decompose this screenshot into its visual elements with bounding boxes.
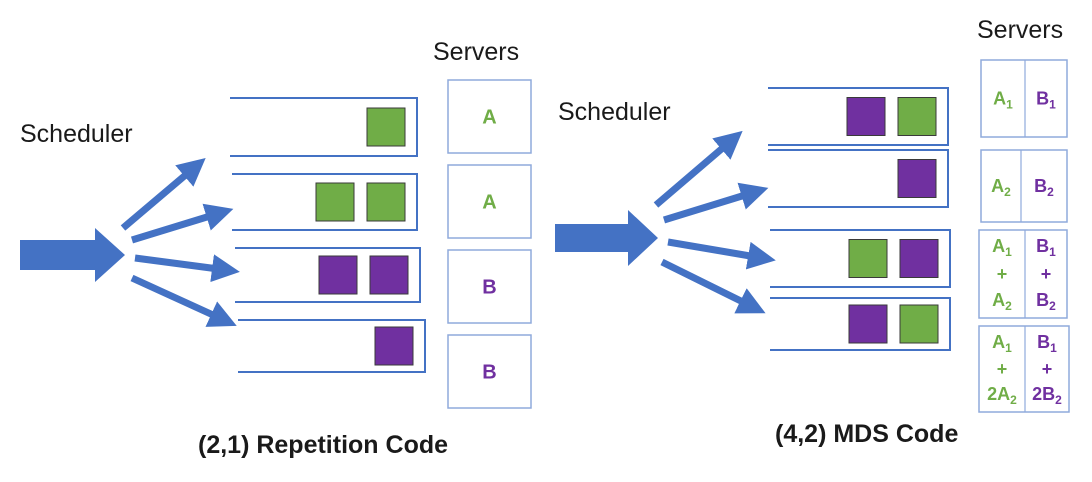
server-box xyxy=(978,229,1068,319)
chunk-b: B1 xyxy=(1036,89,1056,112)
left-fan-arrow-4 xyxy=(130,274,237,327)
server-box xyxy=(447,334,532,409)
left-queue-2 xyxy=(232,173,418,231)
right-fan-arrow-4 xyxy=(660,258,766,314)
server-code-text: A1 xyxy=(992,332,1012,355)
job-block-purple xyxy=(897,159,937,198)
right-server-3: A1 + A2 B1 + B2 xyxy=(978,229,1068,319)
queue-outline xyxy=(232,173,418,231)
server-code-text: A1 xyxy=(993,89,1013,112)
left-queue-4 xyxy=(238,319,426,373)
server-code-text: B1 xyxy=(1037,332,1057,355)
server-code-text: + xyxy=(997,359,1008,379)
server-code-text: + xyxy=(997,264,1008,284)
chunk-a: A1 + A2 xyxy=(992,236,1012,313)
chunk-b: B1 +2B2 xyxy=(1032,332,1062,407)
server-code-text: B2 xyxy=(1034,176,1054,199)
left-panel: Scheduler Servers A A B B (2,1) Repetition … xyxy=(20,38,532,459)
chunk-a: A2 xyxy=(991,176,1011,199)
job-block-purple xyxy=(848,304,888,344)
left-caption: (2,1) Repetition Code xyxy=(198,431,448,459)
right-server-4: A1 +2A2 B1 +2B2 xyxy=(978,325,1070,413)
right-queue-2 xyxy=(768,149,949,208)
server-code-text: A2 xyxy=(991,176,1011,199)
queue-outline xyxy=(770,229,951,288)
left-queue-1 xyxy=(230,97,418,157)
server-code-text: 2A2 xyxy=(987,384,1017,407)
left-input-arrow xyxy=(20,228,125,282)
server-box xyxy=(980,149,1068,223)
job-block-green xyxy=(315,182,355,222)
right-input-arrow xyxy=(555,210,658,266)
left-server-2: A xyxy=(447,164,532,239)
queue-outline xyxy=(230,97,418,157)
server-label: A xyxy=(482,192,496,214)
right-server-1: A1 B1 xyxy=(980,59,1068,138)
left-server-3: B xyxy=(447,249,532,324)
job-block-green xyxy=(897,97,937,136)
job-block-green xyxy=(848,239,888,278)
server-code-text: 2B2 xyxy=(1032,384,1062,407)
server-label: B xyxy=(482,277,496,299)
right-server-2: A2 B2 xyxy=(980,149,1068,223)
left-fan-arrow-2 xyxy=(130,203,234,244)
job-block-purple xyxy=(374,326,414,366)
job-block-green xyxy=(366,107,406,147)
server-code-text: B1 xyxy=(1036,236,1056,259)
left-server-1: A xyxy=(447,79,532,154)
job-block-purple xyxy=(899,239,939,278)
server-box xyxy=(447,164,532,239)
right-servers-label: Servers xyxy=(977,16,1063,44)
server-code-text: + xyxy=(1041,264,1052,284)
queue-outline xyxy=(768,149,949,208)
right-scheduler-label: Scheduler xyxy=(558,98,671,126)
job-block-green xyxy=(899,304,939,344)
server-label: A xyxy=(482,107,496,129)
job-block-green xyxy=(366,182,406,222)
server-box xyxy=(447,249,532,324)
job-block-purple xyxy=(369,255,409,295)
queue-outline xyxy=(238,319,426,373)
job-block-purple xyxy=(318,255,358,295)
server-box xyxy=(978,325,1070,413)
left-fan-arrow-1 xyxy=(120,157,206,231)
queue-outline xyxy=(768,87,949,146)
left-server-4: B xyxy=(447,334,532,409)
chunk-b: B2 xyxy=(1034,176,1054,199)
right-queue-3 xyxy=(770,229,951,288)
server-box xyxy=(980,59,1068,138)
server-label: B xyxy=(482,362,496,384)
chunk-a: A1 +2A2 xyxy=(987,332,1017,407)
right-fan-arrow-1 xyxy=(653,130,743,208)
server-code-text: B1 xyxy=(1036,89,1056,112)
left-servers-label: Servers xyxy=(433,38,519,66)
queue-outline xyxy=(770,297,951,351)
chunk-b: B1 + B2 xyxy=(1036,236,1056,313)
right-queue-4 xyxy=(770,297,951,351)
queue-outline xyxy=(235,247,421,303)
server-box xyxy=(447,79,532,154)
left-fan-arrow-3 xyxy=(134,254,240,283)
server-code-text: A2 xyxy=(992,290,1012,313)
right-fan-arrow-2 xyxy=(662,182,769,224)
server-code-text: B2 xyxy=(1036,290,1056,313)
chunk-a: A1 xyxy=(993,89,1013,112)
job-block-purple xyxy=(846,97,886,136)
server-code-text: A1 xyxy=(992,236,1012,259)
right-fan-arrow-3 xyxy=(667,238,776,270)
left-scheduler-label: Scheduler xyxy=(20,120,133,148)
right-caption: (4,2) MDS Code xyxy=(775,420,958,448)
server-code-text: + xyxy=(1042,359,1053,379)
right-queue-1 xyxy=(768,87,949,146)
left-queue-3 xyxy=(235,247,421,303)
